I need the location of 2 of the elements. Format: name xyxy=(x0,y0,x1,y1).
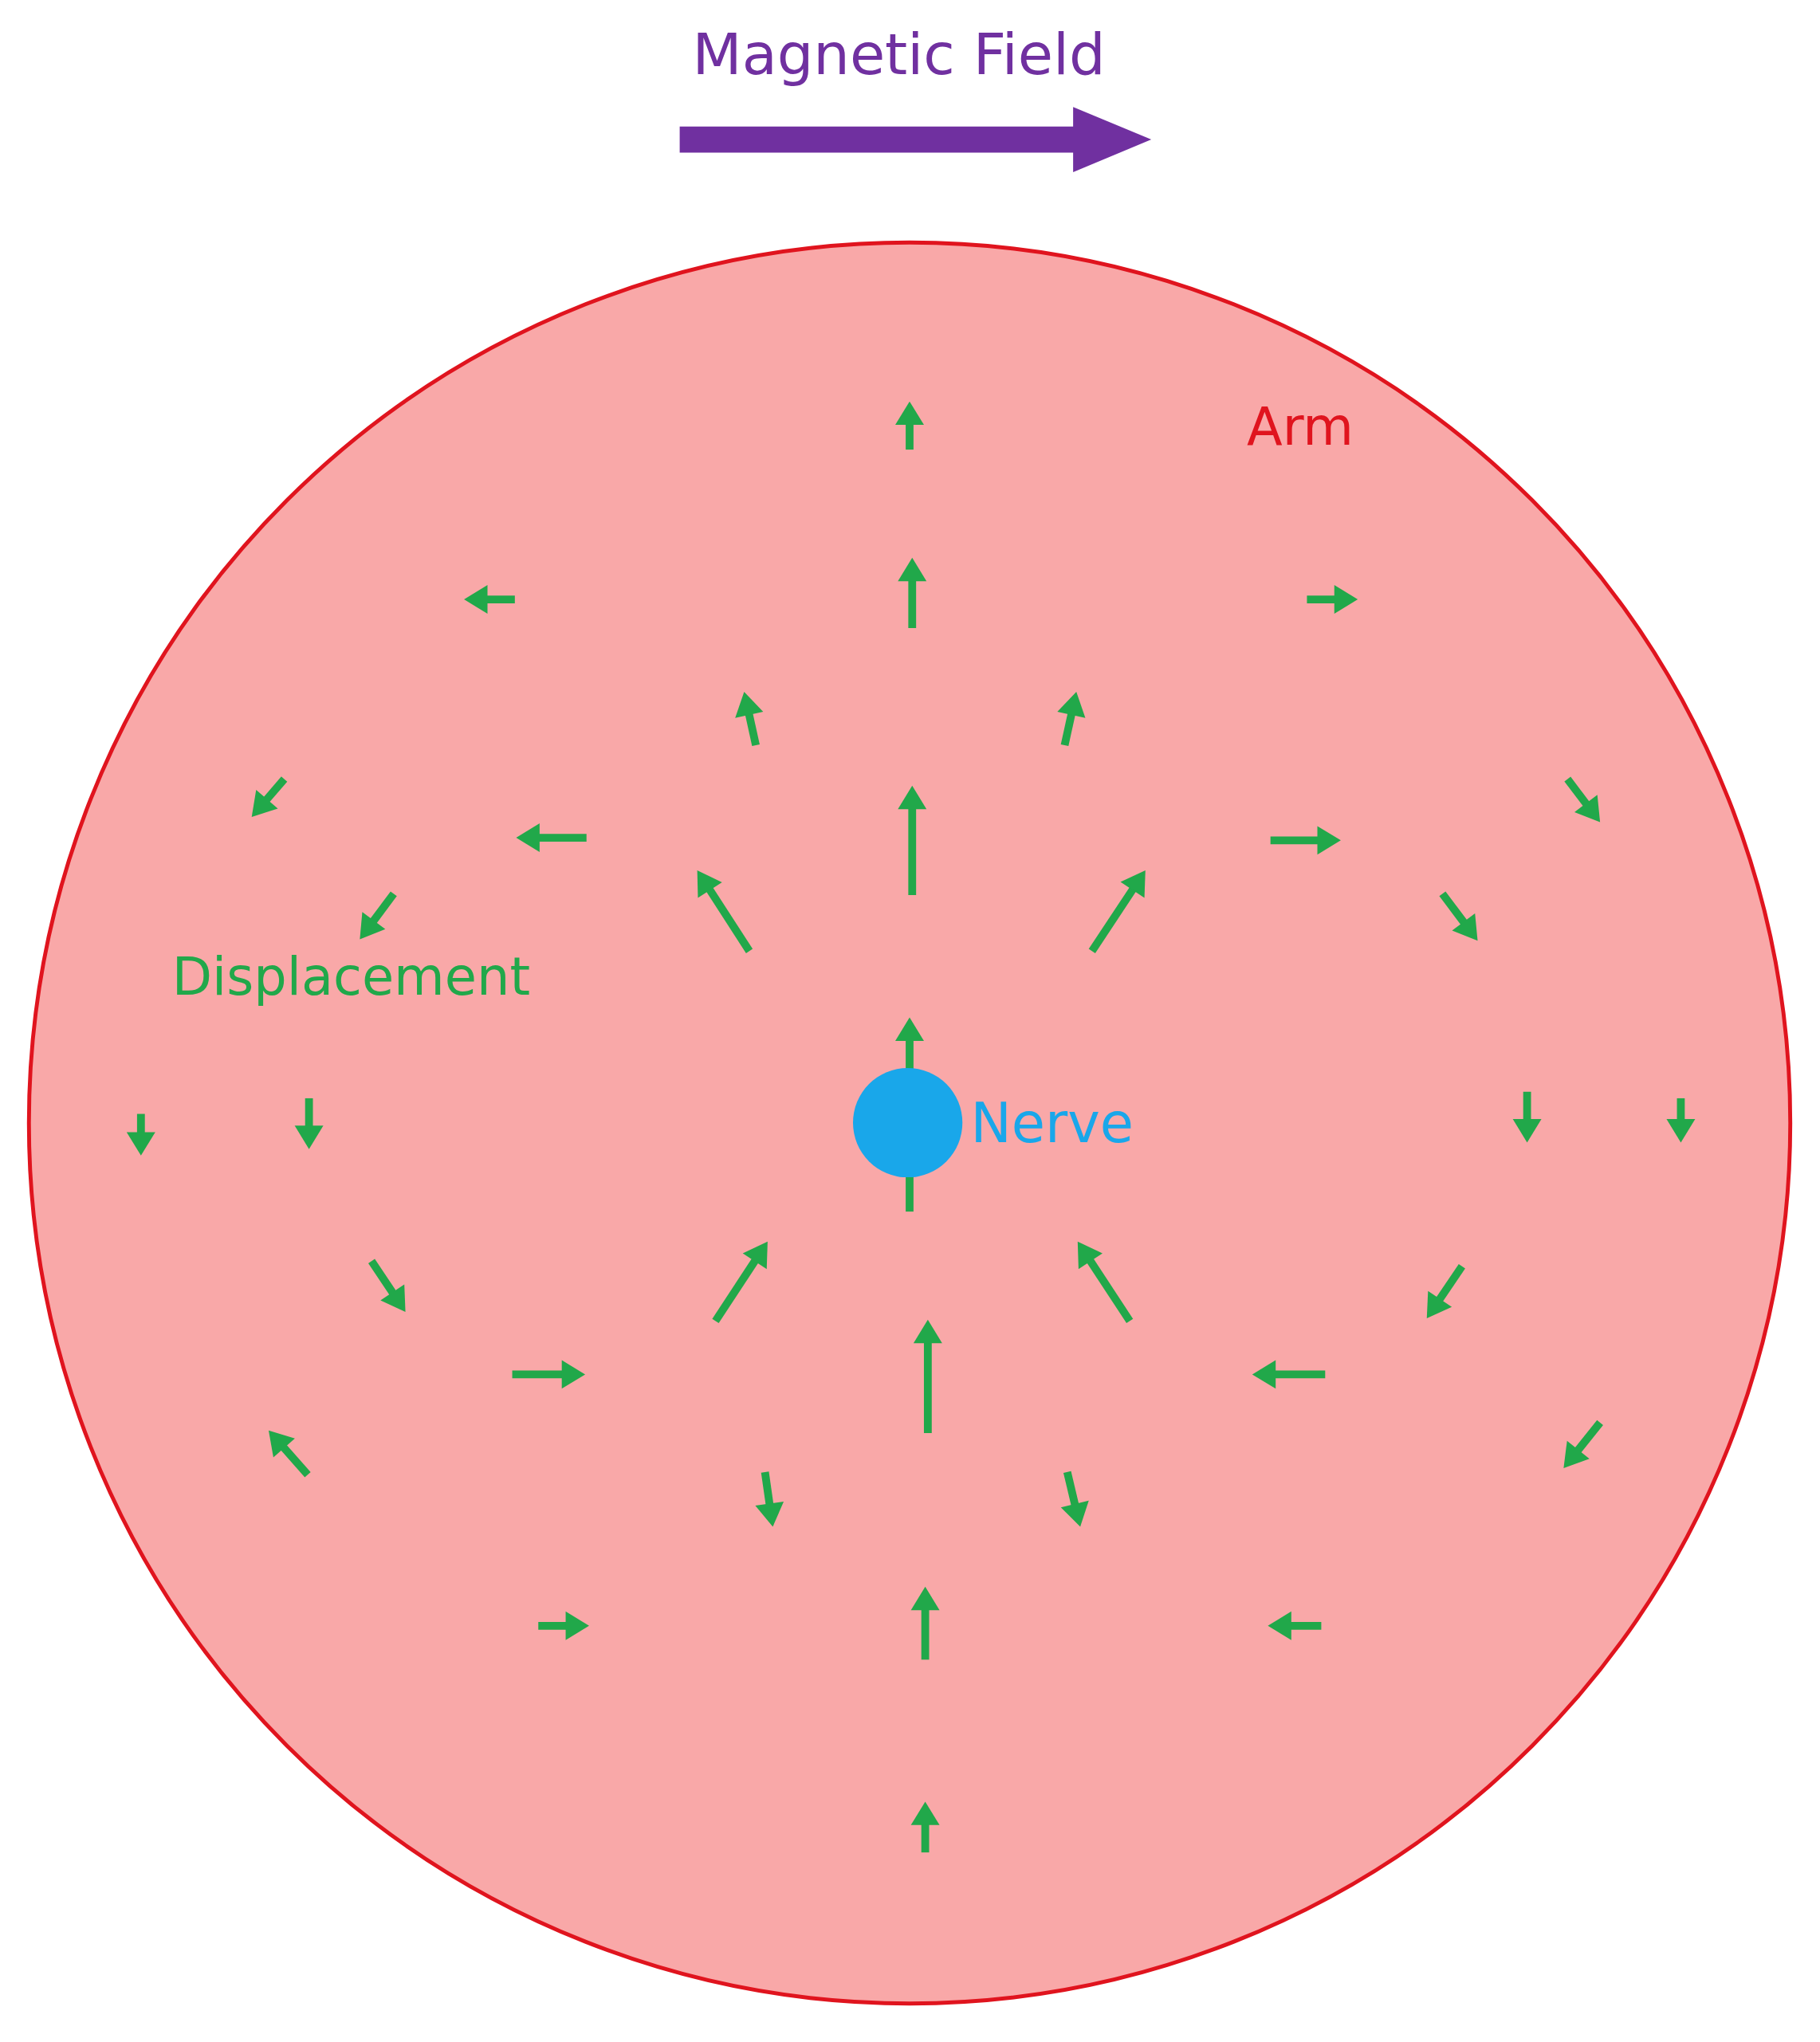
region-label: Arm xyxy=(1246,401,1354,454)
structure-label: Nerve xyxy=(970,1095,1134,1150)
